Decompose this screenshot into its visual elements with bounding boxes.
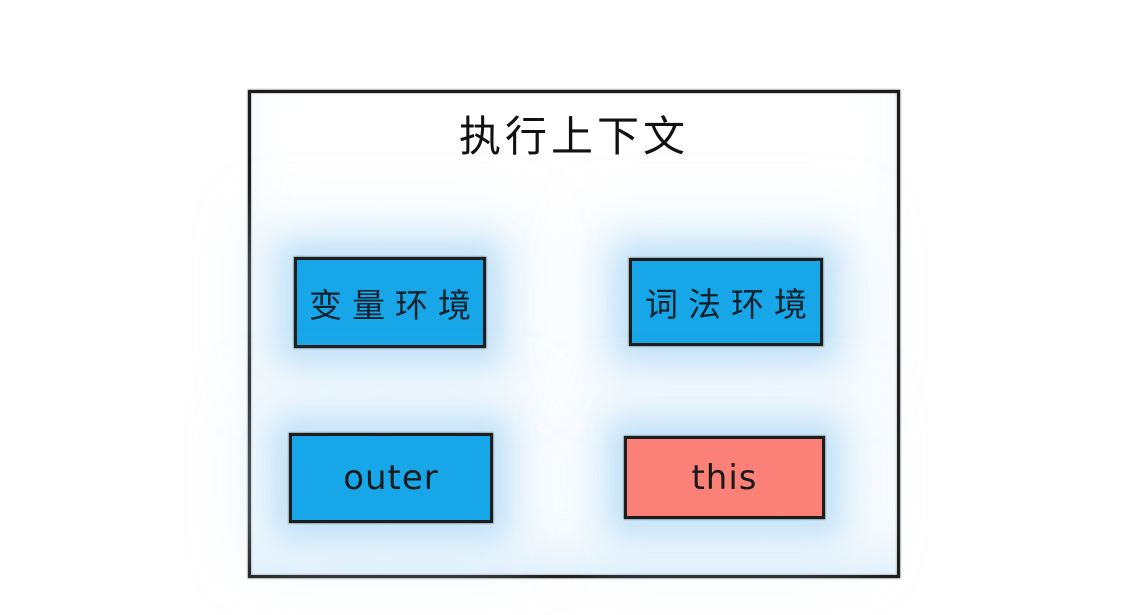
box-outer: outer	[289, 433, 493, 523]
box-lexical-environment-label: 词法环境	[645, 285, 817, 324]
box-lexical-environment: 词法环境	[629, 258, 823, 346]
box-this-label: this	[691, 457, 758, 498]
box-variable-environment-label: 变量环境	[309, 285, 481, 325]
execution-context-frame: 执行上下文 变量环境 词法环境 outer this	[248, 90, 900, 578]
box-variable-environment: 变量环境	[294, 257, 486, 348]
box-outer-label: outer	[343, 458, 439, 498]
box-this: this	[624, 436, 825, 519]
execution-context-title: 执行上下文	[458, 112, 689, 161]
